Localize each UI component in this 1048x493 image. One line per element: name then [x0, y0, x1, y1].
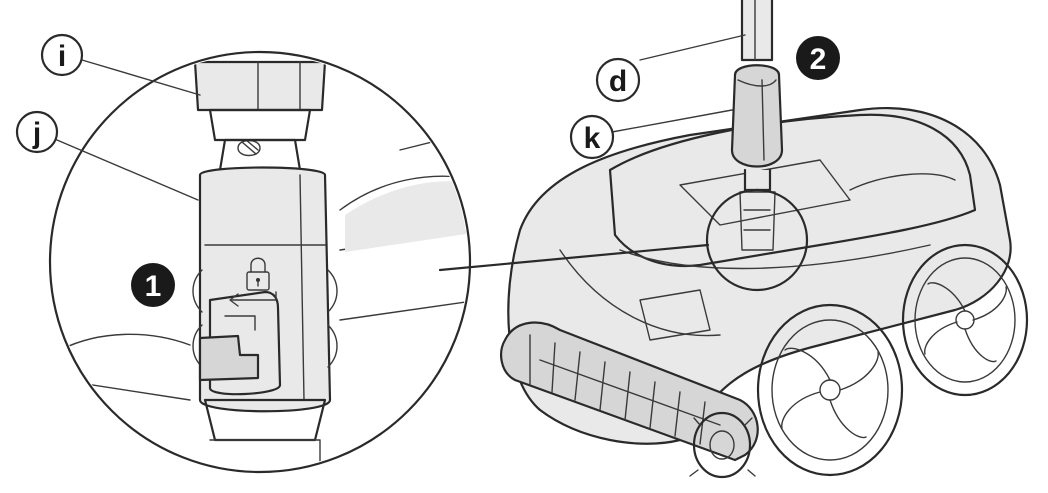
- step-badge-1: 1: [131, 263, 175, 307]
- step-badge-1-text: 1: [145, 270, 162, 303]
- robot-wheel-rear: [901, 243, 1029, 397]
- callout-d-text: d: [609, 65, 627, 98]
- callout-j-text: j: [32, 117, 41, 150]
- sleeve-j: [192, 138, 338, 470]
- detail-highlight-circle: [705, 188, 809, 292]
- leader-line-k: [611, 109, 733, 133]
- leader-line-j: [56, 139, 199, 201]
- leader-line-i: [81, 59, 201, 96]
- callout-d: d: [595, 57, 641, 103]
- nut-i: [193, 60, 327, 157]
- callout-i: i: [40, 33, 84, 77]
- magnifier-leader-line: [438, 243, 710, 272]
- step-badge-2: 2: [796, 36, 840, 80]
- swivel-connector-k: [730, 64, 784, 251]
- robot-wheel-front: [756, 303, 904, 477]
- left-arrow-icon: [229, 291, 277, 307]
- magnified-detail-view: [48, 50, 472, 474]
- callout-k: k: [569, 114, 615, 160]
- pool-robot-illustration: [500, 0, 1029, 479]
- callout-i-text: i: [58, 40, 66, 73]
- leader-line-d: [639, 34, 746, 61]
- step-badge-2-text: 2: [810, 43, 827, 76]
- callout-k-text: k: [584, 122, 601, 155]
- callout-j: j: [15, 110, 59, 154]
- hose-d: [740, 0, 774, 62]
- padlock-icon: [246, 257, 270, 291]
- front-brush-roller: [500, 321, 759, 479]
